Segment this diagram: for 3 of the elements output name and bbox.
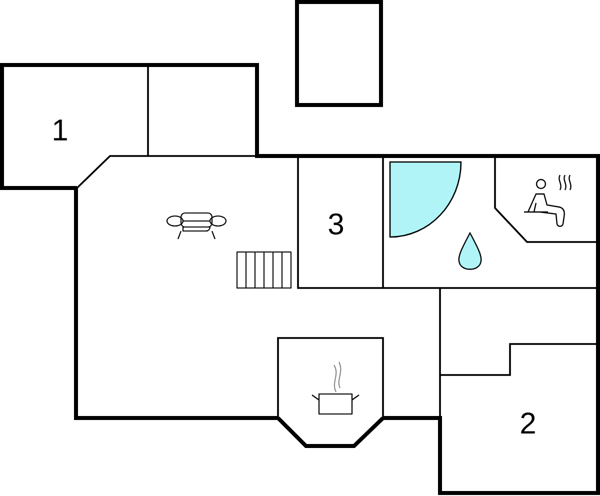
room-number: 3 [328, 213, 344, 235]
room-number: 2 [521, 412, 535, 434]
room-number: 1 [54, 120, 67, 140]
